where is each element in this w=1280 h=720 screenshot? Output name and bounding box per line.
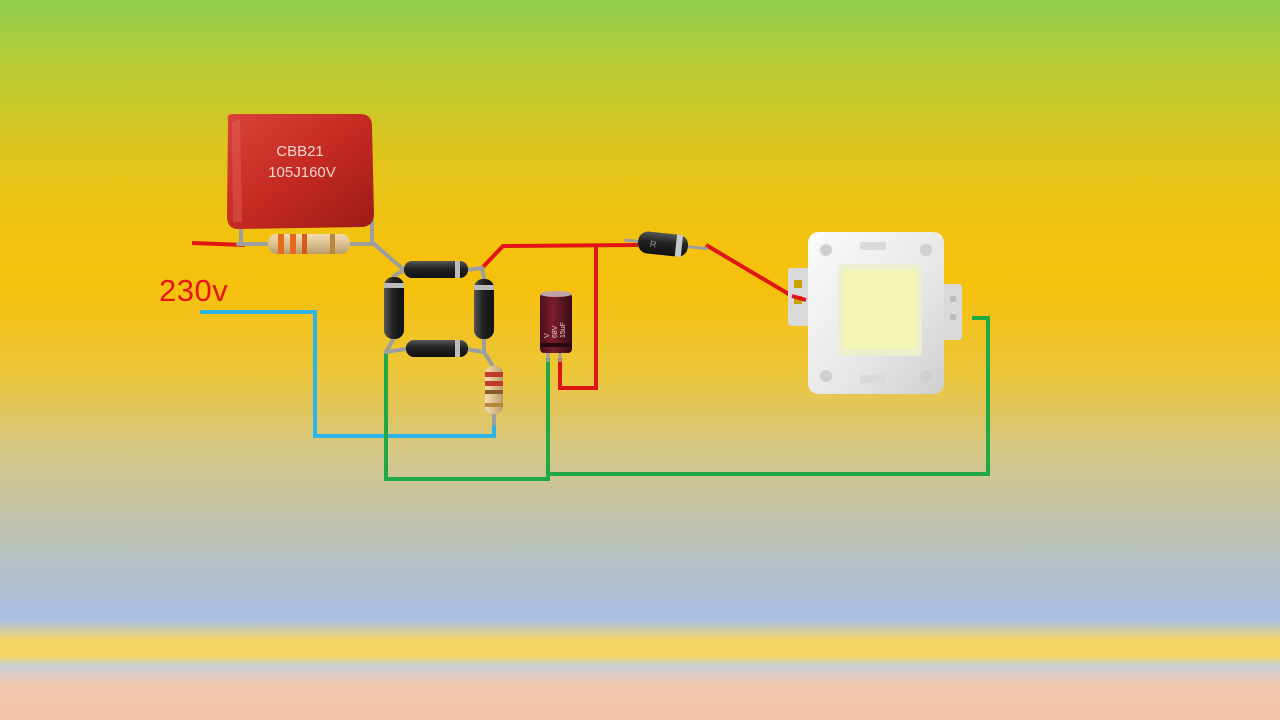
- elcap-marking-1: V: [544, 333, 551, 338]
- resistor-icon: [268, 234, 350, 254]
- return-wire: [384, 316, 990, 481]
- bridge-diode-bottom-icon: [406, 340, 468, 357]
- capacitor-marking-line1: CBB21: [276, 143, 324, 160]
- electrolytic-capacitor-icon: V 68V 15uF: [540, 291, 572, 362]
- capacitor-marking-line2: 105J160V: [268, 164, 336, 181]
- cob-led-icon: [788, 232, 962, 394]
- vertical-resistor-icon: [485, 366, 503, 414]
- bridge-diode-right-icon: [474, 279, 494, 339]
- live-wire: [191, 241, 794, 390]
- film-capacitor-icon: CBB21 105J160V: [227, 114, 374, 229]
- bridge-diode-top-icon: [404, 261, 468, 278]
- neutral-wire: [200, 310, 496, 438]
- svg-text:R: R: [649, 239, 657, 250]
- elcap-marking-3: 15uF: [560, 322, 567, 338]
- bridge-diode-left-icon: [384, 277, 404, 339]
- series-diode-icon: R: [624, 231, 708, 258]
- supply-voltage-label: 230v: [159, 273, 229, 308]
- bridge-rectifier: [384, 261, 494, 357]
- led-positive-lead: [791, 294, 807, 302]
- elcap-marking-2: 68V: [552, 325, 559, 338]
